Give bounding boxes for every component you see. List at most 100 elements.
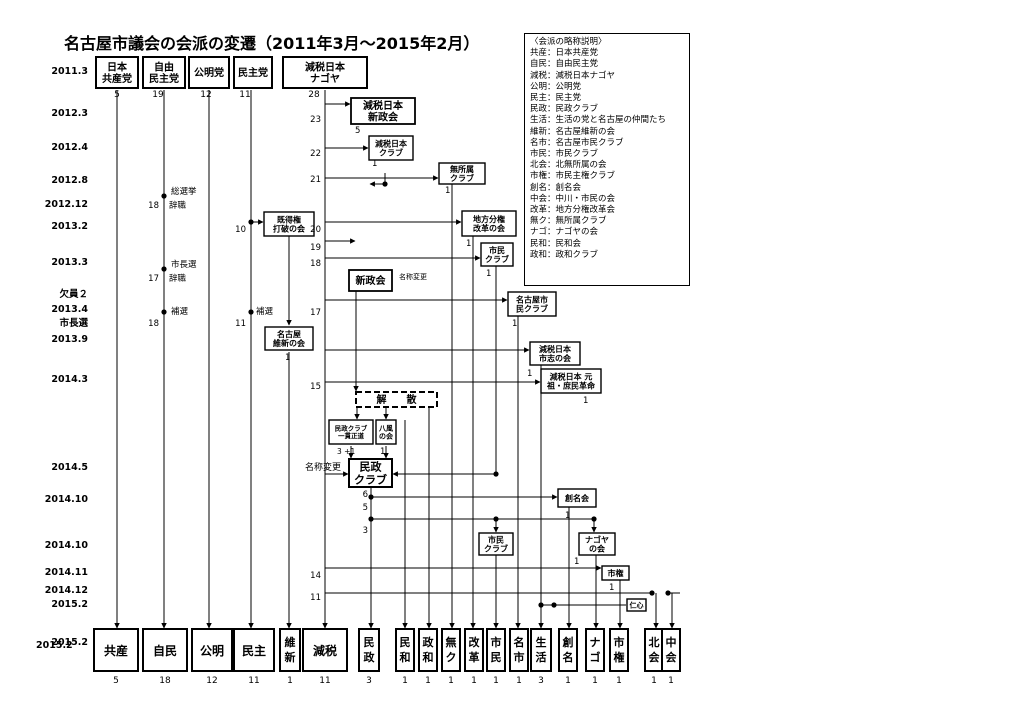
date-label: 2014.10	[45, 540, 89, 551]
faction-box-label: 改革の会	[473, 223, 505, 233]
junction-dot	[248, 309, 254, 315]
seat-count: 19	[152, 90, 164, 100]
final-faction-box: 改革	[464, 628, 484, 672]
label-text: 1	[574, 557, 579, 567]
date-label: 2015.2	[51, 637, 88, 648]
faction-box-label: 名古屋	[277, 329, 301, 339]
final-faction-label: 政	[364, 650, 376, 664]
junction-dot	[493, 471, 499, 477]
final-faction-box: 民政	[358, 628, 380, 672]
event-box: 名古屋維新の会	[264, 326, 314, 351]
final-faction-label: 会	[666, 650, 678, 664]
final-faction-label: ナ	[590, 636, 601, 649]
label-text: 6	[363, 490, 368, 500]
date-label: 2013.3	[51, 257, 88, 268]
legend-item: 維新：名古屋維新の会	[530, 126, 616, 137]
final-seat-count: 3	[366, 676, 372, 686]
faction-box-label: 地方分権	[473, 214, 505, 224]
final-seat-count: 1	[616, 676, 622, 686]
faction-box-label: 既得権	[277, 214, 301, 224]
final-seat-count: 12	[206, 676, 217, 686]
event-box: 名古屋市民クラブ	[507, 291, 557, 317]
legend-item: 名市：名古屋市民クラブ	[530, 137, 624, 148]
seat-count: 5	[114, 90, 120, 100]
final-faction-label: 共産	[104, 643, 128, 658]
label-text: 3	[363, 526, 368, 536]
label-text: 3 +1	[337, 447, 355, 456]
date-label: 2014.5	[51, 462, 88, 473]
faction-box-label: ナゴヤ	[310, 72, 340, 85]
label-text: 1	[583, 396, 588, 406]
dissolution-box: 解 散	[355, 391, 438, 408]
junction-dot	[248, 219, 254, 225]
event-box: 仁心	[626, 598, 647, 612]
seat-count: 12	[200, 90, 211, 100]
faction-box-label: 日本	[107, 60, 128, 73]
label-text: 1	[486, 269, 491, 279]
junction-dot	[538, 602, 544, 608]
label-text: 1	[466, 239, 471, 249]
faction-box-label: 創名会	[564, 493, 589, 503]
faction-box-label: 新政会	[356, 274, 386, 287]
faction-box-label: 民政クラブ	[335, 424, 368, 433]
final-seat-count: 1	[668, 676, 674, 686]
label-text: 1	[565, 511, 570, 521]
final-seat-count: 1	[493, 676, 499, 686]
label-text: 辞職	[169, 273, 187, 284]
legend-item: 民和：民和会	[530, 238, 582, 249]
final-seat-count: 1	[402, 676, 408, 686]
label-text: 補選	[171, 306, 189, 317]
faction-box-label: の会	[589, 543, 605, 553]
final-seat-count: 1	[651, 676, 657, 686]
event-box: 市民クラブ	[480, 242, 514, 267]
faction-box-label: 民政	[360, 460, 383, 474]
final-seat-count: 1	[448, 676, 454, 686]
legend-item: 北会：北無所属の会	[530, 160, 607, 171]
top-faction-box: 民主党	[233, 56, 273, 89]
date-label: 2011.3	[51, 66, 88, 77]
junction-dot	[161, 309, 167, 315]
label-text: 1	[512, 319, 517, 329]
date-label: 2012.4	[51, 142, 88, 153]
faction-box-label: 市民	[488, 534, 504, 544]
legend-item: 市権：市民主権クラブ	[530, 171, 616, 182]
date-label: 2013.9	[51, 334, 88, 345]
legend-item: 中会：中川・市民の会	[530, 193, 616, 204]
faction-box-label: 八風	[378, 424, 393, 432]
legend-item: 無ク：無所属クラブ	[530, 216, 607, 227]
final-seat-count: 3	[538, 676, 544, 686]
date-label: 2012.12	[45, 199, 88, 210]
final-faction-label: 権	[614, 650, 625, 664]
junction-dot	[368, 516, 374, 522]
final-faction-box: 減税	[302, 628, 348, 672]
faction-box-label: 維新の会	[273, 338, 305, 348]
faction-box-label: ナゴヤ	[585, 534, 609, 544]
junction-dot	[591, 516, 597, 522]
final-faction-box: 中会	[661, 628, 681, 672]
faction-box-label: 打破の会	[273, 223, 305, 233]
final-faction-label: 無	[446, 635, 457, 649]
label-text: 1	[372, 159, 377, 169]
faction-box-label: 民クラブ	[516, 303, 548, 313]
final-seat-count: 18	[159, 676, 171, 686]
event-box: 無所属クラブ	[438, 162, 486, 185]
final-faction-label: ゴ	[590, 650, 601, 664]
faction-box-label: クラブ	[379, 147, 403, 157]
date-label: 2013.2	[51, 221, 88, 232]
faction-box-label: 共産党	[102, 72, 132, 85]
final-faction-label: 減税	[313, 643, 337, 658]
final-faction-label: 政	[423, 635, 435, 649]
label-text: 10	[235, 225, 246, 235]
final-faction-label: 民主	[242, 643, 266, 658]
label-text: 名称変更	[399, 272, 427, 281]
date-label: 2012.8	[51, 175, 88, 186]
final-faction-box: 創名	[558, 628, 578, 672]
event-box: 市民クラブ	[478, 532, 514, 556]
seat-count: 15	[310, 382, 321, 392]
final-faction-label: 改	[469, 635, 481, 649]
junction-dot	[551, 602, 557, 608]
date-label: 2013.4	[51, 304, 88, 315]
final-faction-label: ク	[446, 651, 457, 664]
